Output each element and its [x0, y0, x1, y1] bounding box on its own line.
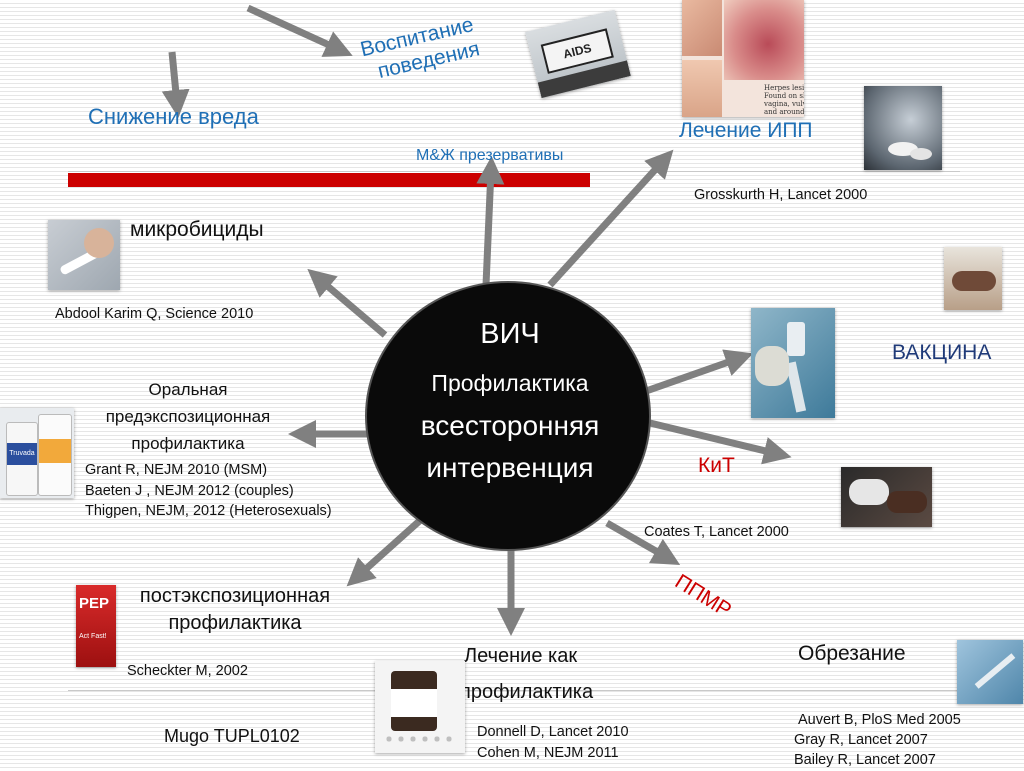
gloved-hand-test — [849, 479, 889, 505]
truvada-bottles-photo: Truvada — [0, 408, 74, 498]
med-bottle — [391, 671, 437, 731]
patient-hand — [887, 491, 927, 513]
arrow-to-sti — [547, 149, 674, 288]
medication-bottle-photo — [375, 661, 465, 753]
label-prep-line2: предэкспозиционная — [105, 407, 271, 426]
label-vct: КиТ — [698, 454, 735, 477]
herpes-image-lower — [682, 60, 722, 117]
scalpel-blade — [974, 653, 1016, 689]
label-pep-line1: постэкспозиционная — [139, 585, 331, 607]
arrow-to-pep — [346, 513, 428, 587]
red-accent-bar — [68, 173, 590, 187]
applicator-hand — [84, 228, 114, 258]
arrow-to-microbicides — [307, 268, 388, 338]
pep-box-photo: PEP Act Fast! — [76, 585, 116, 667]
label-pep-line2: профилактика — [168, 612, 302, 634]
footer-reference: Mugo TUPL0102 — [164, 726, 300, 746]
arrow-to-harm-reduction — [161, 51, 190, 118]
label-tasp-line2: профилактика — [460, 681, 594, 703]
ref-circumcision-1: Auvert B, PloS Med 2005 — [798, 712, 961, 728]
label-tasp: Лечение как профилактика — [440, 638, 650, 710]
label-tasp-line1: Лечение как — [464, 645, 578, 667]
bottle-1: Truvada — [6, 422, 38, 496]
arrow-to-pmtct — [605, 519, 681, 565]
ref-pep: Scheckter M, 2002 — [127, 663, 248, 679]
center-title: ВИЧ — [480, 318, 540, 350]
bottle-1-label: Truvada — [7, 443, 37, 465]
herpes-caption-1: Herpes lesio — [764, 84, 804, 92]
herpes-image-left — [682, 0, 722, 56]
hiv-test-photo — [841, 467, 932, 527]
label-vaccine: ВАКЦИНА — [892, 341, 992, 364]
ref-tasp-2: Cohen M, NEJM 2011 — [477, 745, 619, 761]
label-prep-line1: Оральная — [148, 380, 228, 399]
ref-prep-1: Grant R, NEJM 2010 (MSM) — [85, 462, 268, 478]
label-sti-treatment: Лечение ИПП — [679, 119, 813, 142]
ref-microbicides: Abdool Karim Q, Science 2010 — [55, 306, 254, 322]
center-line-prophylaxis: Профилактика — [431, 370, 589, 396]
pep-box-sub: Act Fast! — [79, 633, 107, 640]
ref-circumcision-2: Gray R, Lancet 2007 — [794, 732, 928, 748]
gloved-hand — [755, 346, 789, 386]
arrow-to-behavior — [246, 4, 353, 57]
pill-2 — [910, 148, 932, 160]
label-prep-line3: профилактика — [131, 434, 245, 453]
divider-line-top — [68, 171, 960, 172]
herpes-caption-4: and around a — [764, 108, 804, 116]
med-bottle-label — [391, 689, 437, 717]
ref-tasp-1: Donnell D, Lancet 2010 — [477, 724, 629, 740]
med-tablets — [383, 733, 457, 745]
center-line-comprehensive: всесторонняя — [420, 410, 600, 441]
ref-circumcision-3: Bailey R, Lancet 2007 — [794, 752, 936, 768]
pep-box-title: PEP — [79, 595, 110, 612]
ref-vct: Coates T, Lancet 2000 — [644, 524, 789, 540]
herpes-lesion-photo: Herpes lesio Found on shaft of p vagina,… — [682, 0, 804, 117]
vaccine-photo — [944, 247, 1002, 310]
ref-prep-3: Thigpen, NEJM, 2012 (Heterosexuals) — [85, 503, 332, 519]
herpes-caption-3: vagina, vulva, cervi — [764, 100, 804, 108]
label-pep: постэкспозиционная профилактика — [100, 583, 370, 637]
pills-photo — [864, 86, 942, 170]
arrow-to-vct — [649, 419, 792, 465]
applicator-photo — [48, 220, 120, 290]
bottle-2-label — [39, 439, 71, 463]
ref-prep-2: Baeten J , NEJM 2012 (couples) — [85, 483, 294, 499]
label-microbicides: микробициды — [130, 218, 264, 241]
label-circumcision: Обрезание — [798, 642, 906, 665]
arrow-to-condoms — [476, 156, 505, 286]
herpes-caption-2: Found on shaft of p — [764, 92, 804, 100]
center-line-intervention: интервенция — [426, 452, 594, 483]
label-harm-reduction: Снижение вреда — [88, 104, 259, 129]
center-circle — [367, 283, 649, 549]
divider-line-bottom — [68, 690, 960, 691]
vial — [787, 322, 805, 356]
bottle-2 — [38, 414, 72, 496]
label-prep: Оральная предэкспозиционная профилактика — [78, 376, 298, 457]
ref-sti: Grosskurth H, Lancet 2000 — [694, 187, 868, 203]
syringe-vial-photo — [751, 308, 835, 418]
scalpel-photo — [957, 640, 1023, 704]
label-condoms: М&Ж презервативы — [416, 147, 564, 164]
vaccine-hand — [952, 271, 996, 291]
herpes-image-right — [724, 0, 804, 80]
herpes-caption: Herpes lesio Found on shaft of p vagina,… — [764, 84, 804, 116]
